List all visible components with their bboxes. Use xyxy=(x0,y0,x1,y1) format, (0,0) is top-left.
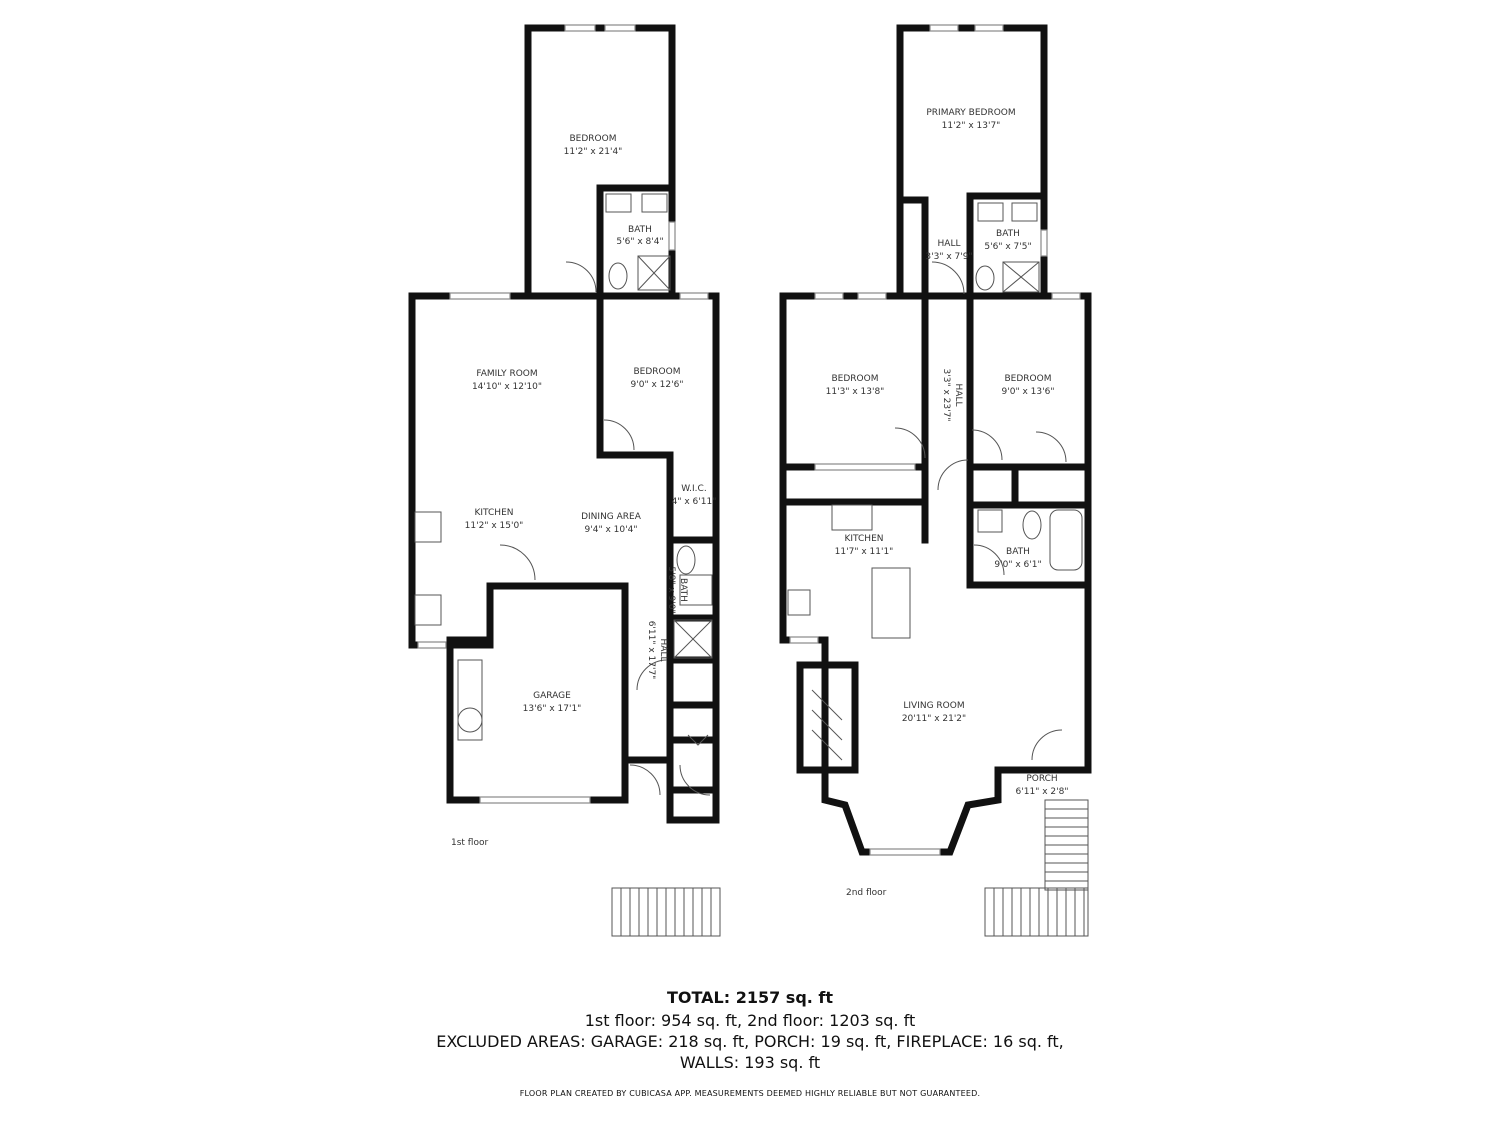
room-name: BATH xyxy=(628,225,652,235)
floor-label: 2nd floor xyxy=(846,888,887,898)
room-name: BATH xyxy=(996,229,1020,239)
room-name: BEDROOM xyxy=(832,374,879,384)
fixtures xyxy=(414,193,713,796)
room-size: 6'11" x 2'8" xyxy=(1016,787,1069,797)
room-name: KITCHEN xyxy=(475,508,514,518)
total-area: TOTAL: 2157 sq. ft xyxy=(666,988,834,1007)
stairs xyxy=(611,887,721,937)
walls xyxy=(779,24,1092,856)
room-size: 11'2" x 15'0" xyxy=(465,521,524,531)
room-size: 11'2" x 13'7" xyxy=(942,121,1001,131)
room-name: PRIMARY BEDROOM xyxy=(926,108,1015,118)
room-name: BEDROOM xyxy=(634,367,681,377)
room-name: BEDROOM xyxy=(570,134,617,144)
room-labels-second-floor: PRIMARY BEDROOM 11'2" x 13'7" HALL 3'3" … xyxy=(826,108,1069,898)
room-name: PORCH xyxy=(1026,774,1057,784)
room-size: 6'11" x 17'7" xyxy=(646,621,656,680)
room-size: 11'7" x 11'1" xyxy=(835,547,894,557)
room-size: 5'8" x 9'0" xyxy=(666,566,676,613)
room-size: 3'3" x 23'7" xyxy=(941,369,951,422)
walls xyxy=(408,24,720,824)
footer-disclaimer: FLOOR PLAN CREATED BY CUBICASA APP. MEAS… xyxy=(519,1089,981,1098)
room-size: 9'0" x 6'1" xyxy=(994,560,1041,570)
first-floor-plan xyxy=(408,24,721,937)
windows xyxy=(417,24,709,804)
room-name: W.I.C. xyxy=(681,484,706,494)
room-name: KITCHEN xyxy=(845,534,884,544)
room-size: 3'3" x 7'9" xyxy=(925,252,972,262)
room-size: 14'10" x 12'10" xyxy=(472,382,542,392)
second-floor-plan xyxy=(779,24,1092,937)
room-size: 11'3" x 13'8" xyxy=(826,387,885,397)
room-name: BATH xyxy=(678,578,688,602)
floor-label: 1st floor xyxy=(451,838,488,848)
room-name: LIVING ROOM xyxy=(903,701,964,711)
room-size: 13'6" x 17'1" xyxy=(523,704,582,714)
room-size: 11'2" x 21'4" xyxy=(564,147,623,157)
room-name: BEDROOM xyxy=(1005,374,1052,384)
room-size: 9'0" x 13'6" xyxy=(1002,387,1055,397)
room-name: FAMILY ROOM xyxy=(476,369,537,379)
room-name: BATH xyxy=(1006,547,1030,557)
room-name: HALL xyxy=(938,239,961,249)
room-labels-first-floor: BEDROOM 11'2" x 21'4" BATH 5'6" x 8'4" F… xyxy=(451,134,716,848)
windows xyxy=(789,24,1081,856)
stairs xyxy=(984,799,1089,937)
floor-areas: 1st floor: 954 sq. ft, 2nd floor: 1203 s… xyxy=(584,1011,916,1030)
room-size: 5'6" x 8'4" xyxy=(616,237,663,247)
room-size: 9'0" x 12'6" xyxy=(631,380,684,390)
excluded-areas: EXCLUDED AREAS: GARAGE: 218 sq. ft, PORC… xyxy=(436,1032,1064,1051)
room-name: DINING AREA xyxy=(581,512,642,522)
room-size: 9'4" x 10'4" xyxy=(585,525,638,535)
walls-area: WALLS: 193 sq. ft xyxy=(679,1053,821,1072)
room-name: HALL xyxy=(953,384,963,407)
room-size: 4" x 6'11" xyxy=(672,497,717,507)
fixtures xyxy=(787,202,1083,761)
room-name: HALL xyxy=(658,639,668,662)
room-size: 20'11" x 21'2" xyxy=(902,714,966,724)
room-name: GARAGE xyxy=(533,691,571,701)
room-size: 5'6" x 7'5" xyxy=(984,242,1031,252)
